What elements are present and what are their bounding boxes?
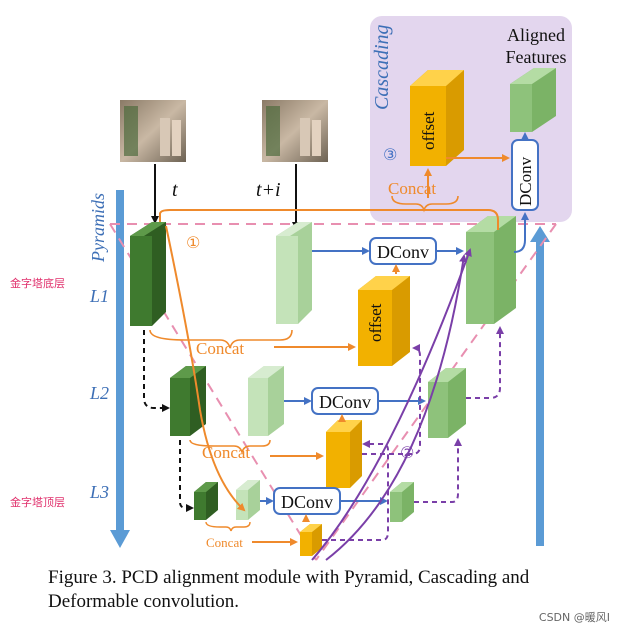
cascade-concat-label: Concat — [388, 179, 436, 198]
figure-caption: Figure 3. PCD alignment module with Pyra… — [48, 567, 530, 612]
csdn-watermark: CSDN @暖风I — [538, 611, 610, 624]
level-3-label: L3 — [89, 482, 109, 502]
step-2-label: ② — [400, 443, 414, 462]
step-1-label: ① — [186, 233, 200, 252]
cascade-concat-brace — [391, 195, 459, 213]
l3-output-feature — [390, 482, 414, 522]
cascade-offset-block: offset — [410, 70, 464, 166]
upsample-l2-output-to-l1 — [466, 326, 504, 399]
l2-neighbor-feature — [248, 366, 284, 436]
pyramid-top-cn-label: 金字塔顶层 — [10, 495, 65, 509]
pyramid-axis-right — [536, 240, 544, 546]
l2-concat-label: Concat — [202, 443, 250, 462]
step-2-path-a — [311, 248, 472, 561]
l2-output-feature — [428, 368, 466, 438]
l3-reference-feature — [194, 482, 218, 520]
aligned-features-line2: Features — [506, 47, 567, 67]
l3-concat-brace — [205, 521, 251, 532]
l2-concat-brace — [189, 439, 271, 455]
l2-dconv-box: DConv — [311, 387, 379, 415]
l1-dconv-box: DConv — [369, 237, 437, 265]
l2-offset-block — [326, 420, 362, 488]
l1-concat-brace — [149, 329, 293, 349]
reference-to-cascade-path — [159, 209, 499, 230]
cascade-offset-label: offset — [419, 111, 438, 150]
frame-t-image — [120, 100, 186, 162]
cascading-label: Cascading — [371, 24, 393, 110]
cascade-dconv-label: DConv — [516, 156, 535, 206]
level-2-label: L2 — [89, 383, 109, 403]
step-3-label: ③ — [383, 145, 397, 164]
l3-concat-label: Concat — [206, 535, 243, 550]
pyramid-axis-left-arrowhead — [110, 530, 130, 548]
l3-dconv-label: DConv — [281, 492, 333, 512]
step-2-path-b — [325, 254, 468, 561]
l3-dconv-box: DConv — [273, 487, 341, 515]
pyramids-label: Pyramids — [88, 193, 108, 263]
l1-output-feature — [466, 216, 516, 324]
l1-offset-block: offset — [358, 276, 410, 366]
l3-neighbor-feature — [236, 480, 260, 520]
pyramid-bottom-cn-label: 金字塔底层 — [10, 276, 65, 290]
aligned-features-line1: Aligned — [507, 25, 565, 45]
pyramid-axis-left — [116, 190, 124, 530]
step-1-reference-path — [165, 225, 246, 512]
frame-t-label: t — [172, 179, 178, 201]
l1-concat-label: Concat — [196, 339, 244, 358]
frame-ti-image — [262, 100, 328, 162]
l2-dconv-label: DConv — [319, 392, 371, 412]
frame-ti-label: t+i — [256, 179, 281, 201]
upsample-l3-output-to-l2 — [414, 438, 462, 503]
l1-neighbor-feature — [276, 222, 312, 324]
downsample-ref-l1-l2 — [143, 330, 170, 412]
l1-output-to-cascade-dconv-arrow — [513, 212, 529, 253]
l1-reference-feature — [130, 222, 166, 326]
l3-offset-block — [300, 524, 322, 556]
l1-offset-label: offset — [366, 303, 385, 342]
downsample-ref-l2-l3 — [179, 440, 194, 512]
cascade-dconv-box: DConv — [511, 139, 539, 211]
level-1-label: L1 — [89, 286, 109, 306]
aligned-features-block — [510, 68, 556, 132]
pyramid-axis-right-arrowhead — [530, 226, 550, 242]
l1-dconv-label: DConv — [377, 242, 429, 262]
l2-reference-feature — [170, 366, 206, 436]
